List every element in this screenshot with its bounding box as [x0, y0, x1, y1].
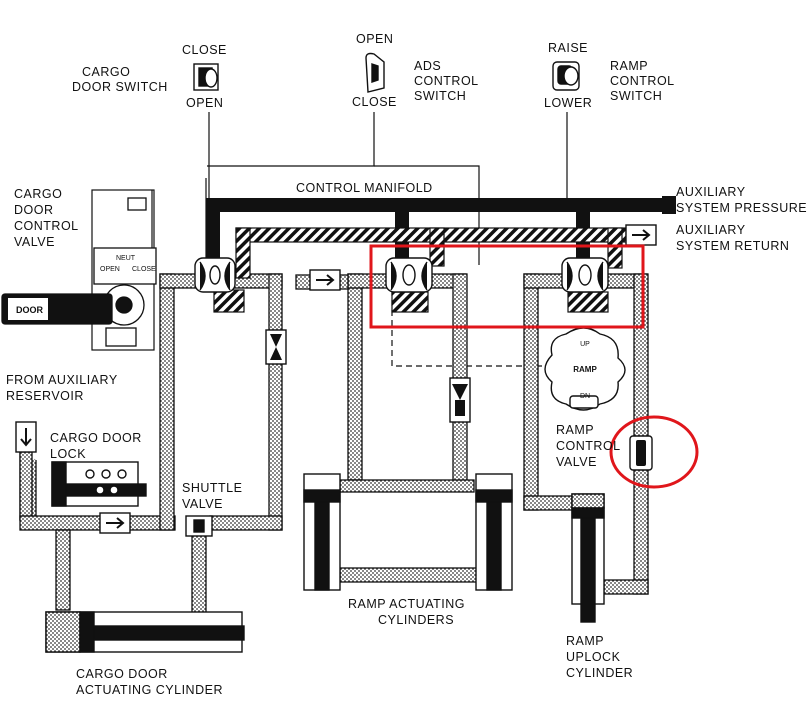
ramp-dial-label: RAMP — [573, 365, 597, 374]
ramp-raise-label: RAISE — [548, 41, 588, 55]
return-manifold — [213, 227, 627, 313]
cdcv-label-3: CONTROL — [14, 219, 79, 233]
flow-arrow-shuttle — [99, 512, 131, 534]
ads-close-label: CLOSE — [352, 95, 397, 109]
rac-label-1: RAMP ACTUATING — [348, 597, 465, 611]
ruc-label-3: CYLINDER — [566, 666, 633, 680]
control-manifold-label: CONTROL MANIFOLD — [296, 181, 433, 195]
cargo-door-switch-icon — [193, 63, 219, 91]
cargo-door-lock-label-1: CARGO DOOR — [50, 431, 142, 445]
manifold-valve-ads — [385, 257, 433, 293]
ramp-lower-label: LOWER — [544, 96, 592, 110]
rcv-label-1: RAMP — [556, 423, 594, 437]
ramp-actuating-cylinder-right — [475, 473, 513, 591]
aux-reservoir-label-2: RESERVOIR — [6, 389, 84, 403]
valve-open-label: OPEN — [100, 266, 120, 273]
shuttle-valve-icon — [185, 515, 213, 537]
ramp-actuating-cylinder-left — [303, 473, 341, 591]
flow-arrow-right-top — [625, 224, 657, 246]
cdac-label-1: CARGO DOOR — [76, 667, 168, 681]
shuttle-valve-label-1: SHUTTLE — [182, 481, 242, 495]
cargo-door-lock-icon — [51, 461, 147, 507]
aux-return-label-1: AUXILIARY — [676, 223, 746, 237]
restrictor-ads — [449, 377, 471, 423]
aux-pressure-label-1: AUXILIARY — [676, 185, 746, 199]
cdcv-label-2: DOOR — [14, 203, 54, 217]
rcv-label-3: VALVE — [556, 455, 597, 469]
aux-pressure-label-2: SYSTEM PRESSURE — [676, 201, 807, 215]
shuttle-valve-label-2: VALVE — [182, 497, 223, 511]
ads-switch-icon — [365, 52, 385, 93]
restrictor-cargo — [265, 329, 287, 365]
cargo-door-switch-label-1: CARGO — [82, 65, 130, 79]
flow-arrow-reservoir — [15, 421, 37, 453]
rcv-label-2: CONTROL — [556, 439, 621, 453]
ramp-switch-icon — [552, 61, 580, 91]
cargo-door-switch-label-2: DOOR SWITCH — [72, 80, 168, 94]
ruc-label-2: UPLOCK — [566, 650, 621, 664]
cdcv-label-1: CARGO — [14, 187, 62, 201]
aux-reservoir-label-1: FROM AUXILIARY — [6, 373, 118, 387]
valve-neut-label: NEUT — [116, 255, 136, 262]
valve-close-label: CLOSE — [132, 266, 156, 273]
door-handle-label: DOOR — [16, 305, 44, 315]
manifold-valve-ramp — [561, 257, 609, 293]
ramp-control-dial-icon — [544, 327, 626, 411]
restrictor-ramp — [629, 435, 653, 471]
ramp-dial-up-label: UP — [580, 341, 590, 348]
cargo-door-close-label: CLOSE — [182, 43, 227, 57]
cdac-label-2: ACTUATING CYLINDER — [76, 683, 223, 697]
flow-arrow-ads — [309, 269, 341, 291]
ads-switch-label-3: SWITCH — [414, 89, 466, 103]
ramp-uplock-cylinder-icon — [571, 493, 605, 623]
ads-switch-label-1: ADS — [414, 59, 441, 73]
ramp-switch-label-1: RAMP — [610, 59, 648, 73]
cargo-door-lock-label-2: LOCK — [50, 447, 86, 461]
cargo-door-actuating-cylinder-icon — [45, 611, 245, 653]
aux-return-label-2: SYSTEM RETURN — [676, 239, 789, 253]
cargo-door-open-label: OPEN — [186, 96, 223, 110]
ramp-switch-label-2: CONTROL — [610, 74, 675, 88]
ramp-switch-label-3: SWITCH — [610, 89, 662, 103]
ads-switch-label-2: CONTROL — [414, 74, 479, 88]
ads-open-label: OPEN — [356, 32, 393, 46]
cargo-door-control-valve-icon — [1, 197, 157, 347]
ruc-label-1: RAMP — [566, 634, 604, 648]
highlight-rectangle — [369, 244, 645, 329]
highlight-circle — [609, 415, 699, 489]
ramp-dial-dn-label: DN — [580, 393, 590, 400]
rac-label-2: CYLINDERS — [378, 613, 454, 627]
cdcv-label-4: VALVE — [14, 235, 55, 249]
manifold-valve-cargo — [194, 257, 236, 293]
